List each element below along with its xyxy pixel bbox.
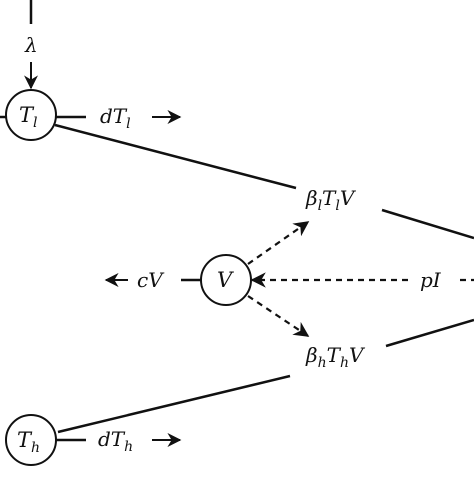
infect-l-label: βlTlV — [305, 186, 357, 214]
th-infect-line — [57, 374, 291, 434]
infect-h-out-line — [385, 318, 474, 348]
production-label: pI — [420, 268, 442, 292]
infect-l-out-line — [381, 208, 474, 240]
lambda-label: λ — [24, 33, 38, 57]
node-th: Th — [5, 414, 57, 466]
svg-text:Th: Th — [17, 428, 40, 456]
death-th-label: dTh — [98, 427, 133, 455]
death-tl-label: dTl — [100, 104, 131, 132]
node-v: V — [200, 254, 252, 306]
node-th-label: T — [17, 428, 33, 452]
node-tl-label: T — [19, 103, 35, 127]
infect-h-label: βhThV — [305, 343, 366, 371]
v-to-infect-h-arrow — [247, 295, 310, 337]
node-v-label: V — [217, 268, 234, 292]
node-th-sub: h — [31, 440, 40, 456]
svg-text:Tl: Tl — [19, 103, 38, 131]
tl-infect-line — [54, 123, 297, 190]
node-tl-sub: l — [33, 115, 37, 131]
v-to-infect-l-arrow — [247, 221, 310, 265]
node-tl: Tl — [5, 89, 57, 141]
clearance-label: cV — [137, 268, 165, 292]
